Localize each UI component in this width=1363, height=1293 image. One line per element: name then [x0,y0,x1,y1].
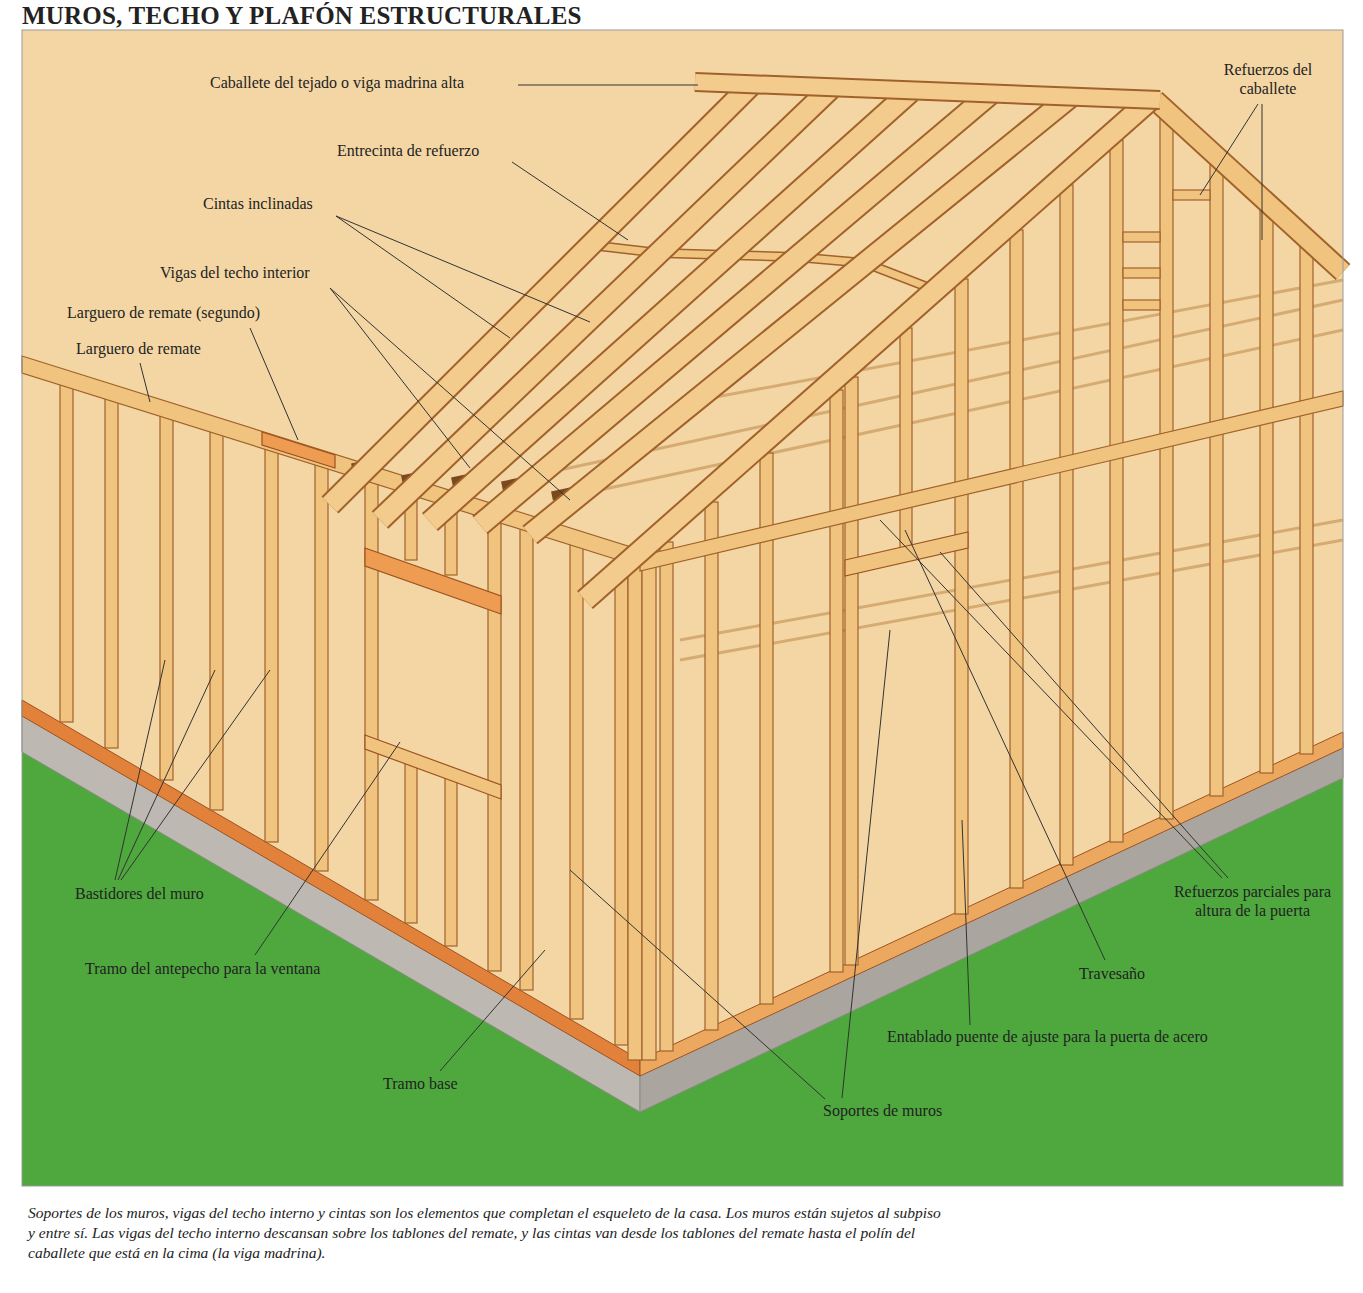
part-label: Entablado puente de ajuste para la puert… [887,1027,1208,1046]
part-label: Larguero de remate (segundo) [67,303,260,322]
part-label: Entrecinta de refuerzo [337,141,479,160]
part-label: Cintas inclinadas [203,194,313,213]
part-label: Tramo base [383,1074,458,1093]
part-label: Travesaño [1079,964,1145,983]
part-label: Soportes de muros [823,1101,942,1120]
part-label: Refuerzos del caballete [1208,60,1328,98]
part-label: Vigas del techo interior [160,263,310,282]
part-label: Caballete del tejado o viga madrina alta [210,73,464,92]
part-label: Bastidores del muro [75,884,204,903]
part-label: Refuerzos parciales para altura de la pu… [1170,882,1335,920]
figure-caption: Soportes de los muros, vigas del techo i… [28,1203,943,1263]
diagram-title: MUROS, TECHO Y PLAFÓN ESTRUCTURALES [22,2,582,30]
part-label: Tramo del antepecho para la ventana [85,959,320,978]
part-label: Larguero de remate [76,339,201,358]
